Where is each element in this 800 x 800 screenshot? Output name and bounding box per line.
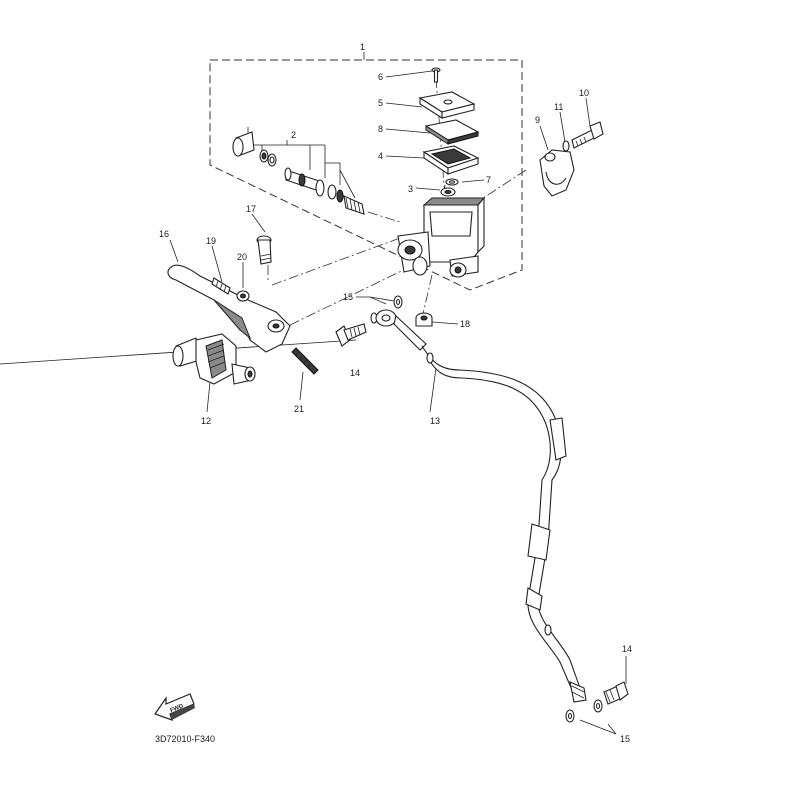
callout-1: 1 [360, 42, 365, 52]
callout-labels: 1 2 3 4 5 6 7 8 9 10 11 12 13 14 14 15 1… [159, 42, 632, 744]
part-15-washers-bottom [565, 699, 603, 723]
callout-12: 12 [201, 416, 211, 426]
part-2-piston-kit [232, 131, 365, 215]
part-9-clamp [539, 149, 575, 197]
callout-4: 4 [378, 151, 383, 161]
part-14-bolt-top [335, 323, 367, 347]
callout-19: 19 [206, 236, 216, 246]
part-19-screw [211, 277, 231, 295]
callout-14-bottom: 14 [622, 644, 632, 654]
callout-13: 13 [430, 416, 440, 426]
callout-20: 20 [237, 252, 247, 262]
part-4-diaphragm [422, 145, 480, 176]
part-20-nut [236, 290, 250, 302]
callout-11: 11 [554, 102, 563, 112]
part-15-washers-top [370, 295, 403, 324]
part-6-screw [431, 67, 441, 83]
master-cylinder-body [397, 196, 486, 278]
callout-15-top: 15 [343, 292, 353, 302]
leader-lines [0, 52, 627, 735]
part-8-plate [424, 119, 480, 145]
part-3-ring [440, 187, 456, 197]
part-5-cap [418, 91, 476, 120]
callout-2: 2 [291, 130, 296, 140]
part-13-brake-hose [375, 309, 587, 703]
callout-8: 8 [378, 124, 383, 134]
callout-17: 17 [246, 204, 256, 214]
assembly-boundary [209, 59, 523, 291]
callout-21: 21 [294, 404, 304, 414]
callout-5: 5 [378, 98, 383, 108]
part-10-bolt [571, 121, 604, 149]
callout-16: 16 [159, 229, 169, 239]
part-12-holder [172, 333, 256, 385]
callout-14-top: 14 [350, 368, 360, 378]
diagram-code: 3D72010-F340 [155, 734, 215, 744]
callout-9: 9 [535, 115, 540, 125]
callout-7: 7 [486, 175, 491, 185]
fwd-arrow-icon: FWD [154, 693, 195, 721]
part-11-washer [562, 140, 570, 152]
part-16-lever [167, 264, 291, 353]
part-7-washer [445, 178, 459, 186]
callout-10: 10 [579, 88, 589, 98]
part-18-cap [415, 312, 433, 327]
alignment-lines [267, 77, 527, 326]
callout-15-bottom: 15 [620, 734, 630, 744]
part-14-bolt-bottom [603, 681, 629, 705]
part-17-pin [256, 235, 272, 265]
callout-6: 6 [378, 72, 383, 82]
callout-18: 18 [460, 319, 470, 329]
callout-3: 3 [408, 184, 413, 194]
part-21-adjuster [291, 347, 319, 375]
fwd-label: FWD [170, 703, 186, 714]
